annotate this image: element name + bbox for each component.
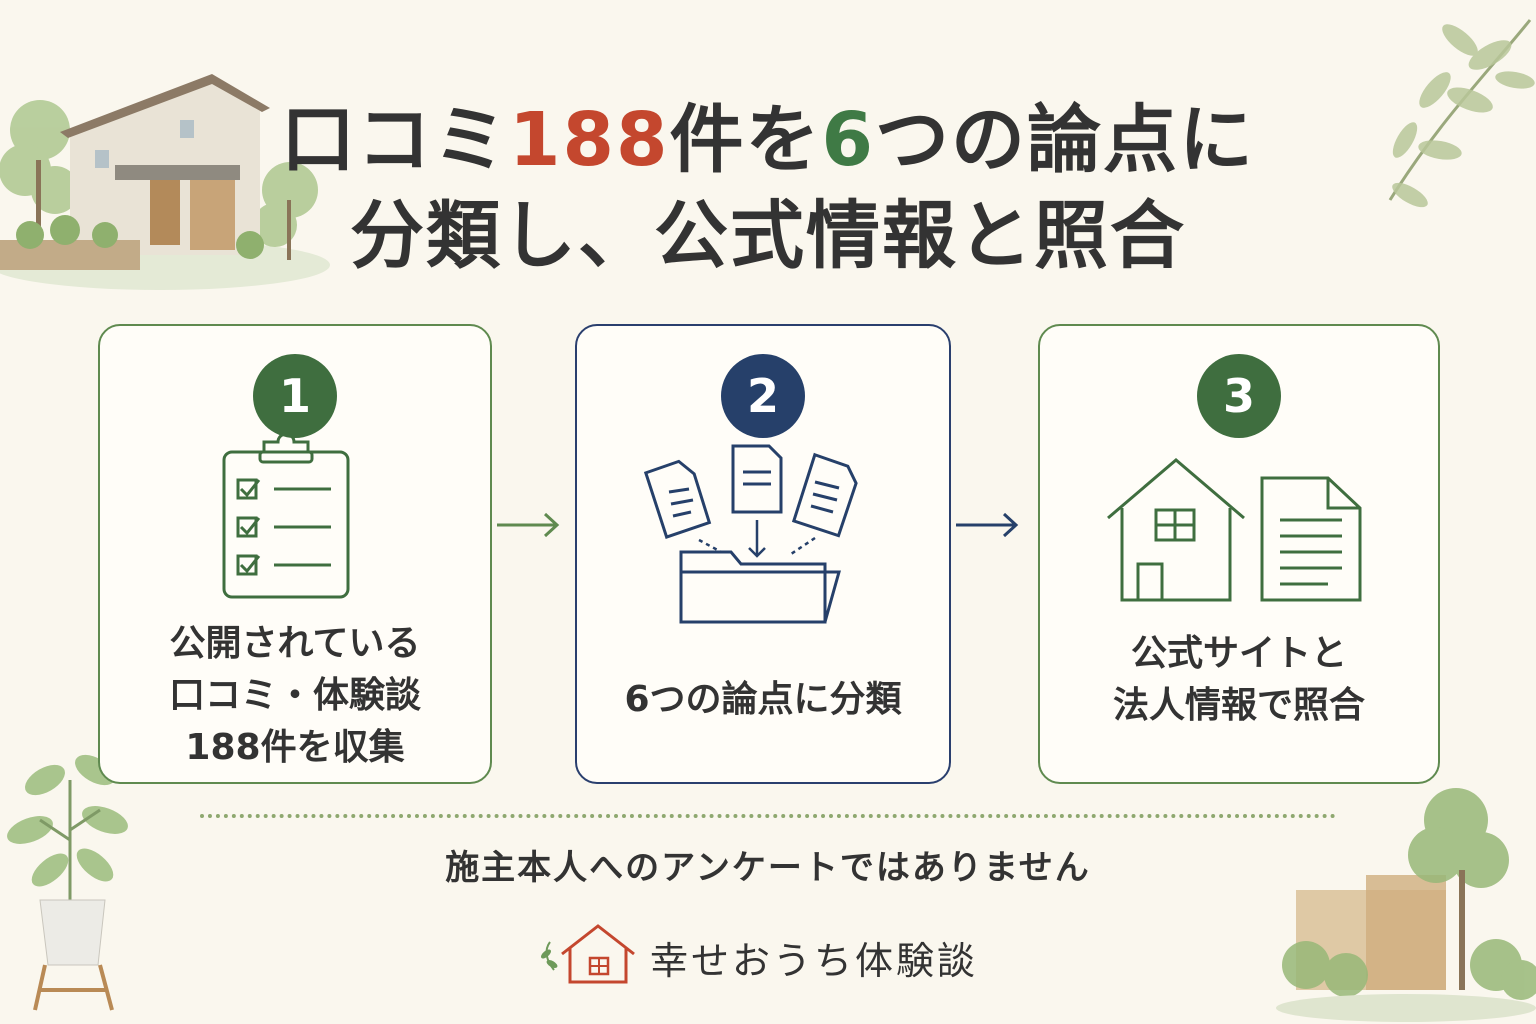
page-title: 口コミ188件を6つの論点に 分類し、公式情報と照合 [0, 92, 1536, 284]
house-and-document-icon [1107, 458, 1362, 602]
house-logo-icon [541, 924, 635, 984]
garden-illustration [1276, 788, 1536, 1022]
step-number-badge: 3 [1197, 354, 1281, 438]
step-text-line: 公式サイトと [1130, 633, 1347, 674]
step-text-line: 6つの論点に分類 [624, 679, 902, 720]
step-text-line: 法人情報で照合 [1112, 685, 1365, 726]
leaf-branch-illustration [1388, 19, 1535, 208]
title-line-2: 分類し、公式情報と照合 [350, 193, 1186, 279]
documents-into-folder-icon [643, 444, 858, 624]
step-text-line: 公開されている [169, 623, 421, 664]
arrow-right-icon [497, 512, 560, 538]
house-illustration [0, 74, 330, 290]
review-count-highlight: 188 [509, 97, 670, 183]
step-card-2: 2 6つの論点に分類 [575, 324, 951, 784]
topic-count-highlight: 6 [821, 97, 875, 183]
title-text: 口コミ [281, 97, 510, 183]
brand-footer: 幸せおうち体験談 [536, 920, 1016, 990]
title-text: つの論点に [874, 97, 1255, 183]
brand-name: 幸せおうち体験談 [650, 939, 979, 983]
checklist-clipboard-icon [222, 432, 350, 599]
dotted-divider [200, 814, 1336, 818]
step-number-badge: 1 [253, 354, 337, 438]
disclaimer-note: 施主本人へのアンケートではありません [445, 848, 1091, 888]
step-text-line: 188件を収集 [185, 727, 405, 768]
step-description: 6つの論点に分類 [577, 674, 949, 726]
step-card-1: 1 公開されている 口コミ・体験談 188件を収集 [98, 324, 492, 784]
step-description: 公開されている 口コミ・体験談 188件を収集 [100, 618, 490, 774]
step-text-line: 口コミ・体験談 [168, 675, 421, 716]
title-line-1: 口コミ188件を6つの論点に [0, 92, 1536, 188]
step-card-3: 3 公式サイトと 法人情報で照合 [1038, 324, 1440, 784]
arrow-right-icon [956, 512, 1019, 538]
step-description: 公式サイトと 法人情報で照合 [1040, 628, 1438, 732]
step-number-badge: 2 [721, 354, 805, 438]
title-text: 件を [669, 97, 822, 183]
